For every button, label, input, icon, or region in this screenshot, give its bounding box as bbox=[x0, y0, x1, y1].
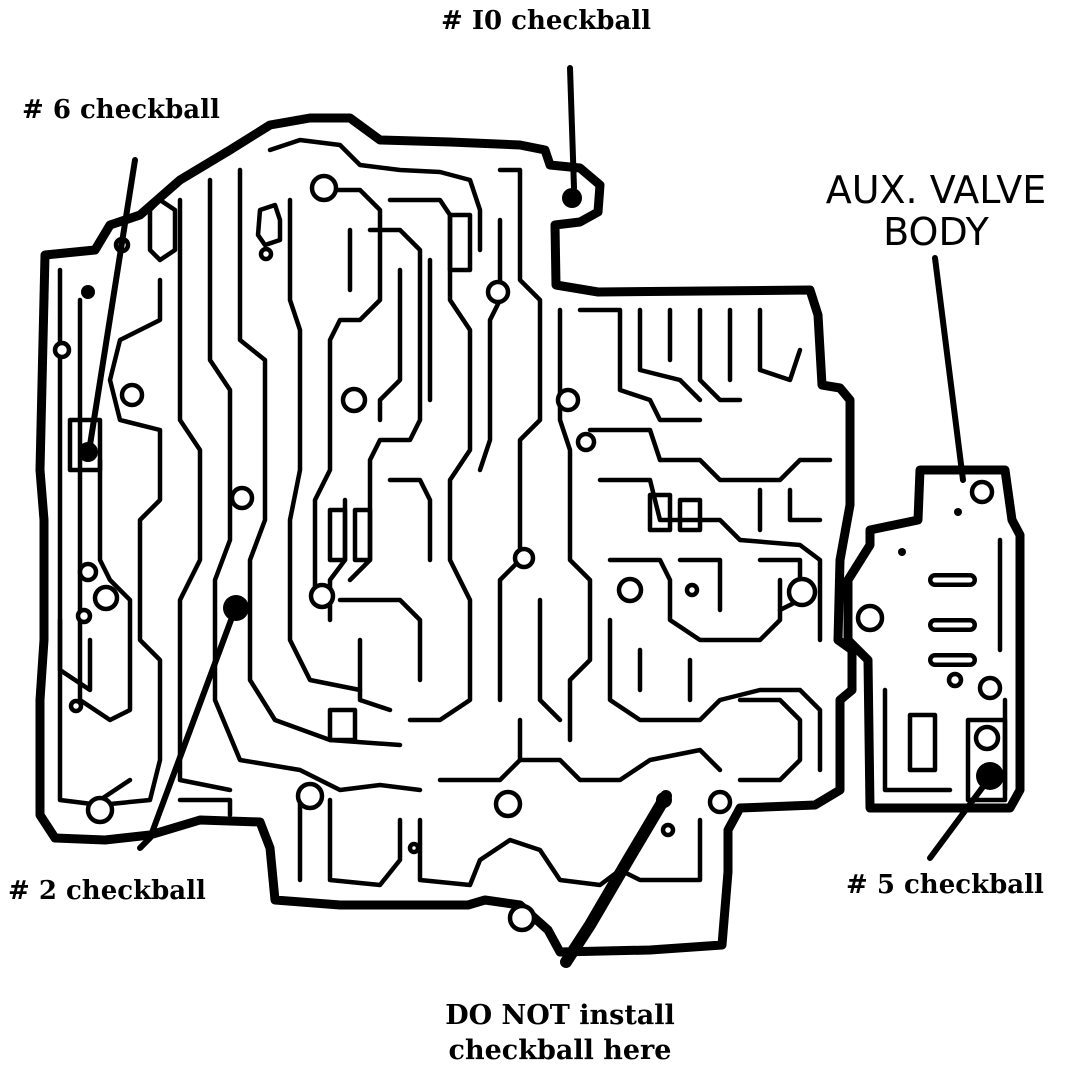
checkball-5-label: # 5 checkball bbox=[846, 870, 1044, 900]
leader-checkball-2 bbox=[137, 609, 237, 851]
do-not-install-line1: DO NOT install bbox=[445, 1000, 675, 1031]
leader-aux-valve-body bbox=[932, 255, 966, 483]
leader-checkball-5 bbox=[927, 777, 991, 861]
aux-body-details bbox=[855, 479, 1008, 803]
main-valve-body-outline bbox=[35, 113, 857, 957]
leader-checkball-10 bbox=[567, 65, 577, 191]
aux-valve-body-label: AUX. VALVE BODY bbox=[796, 168, 1076, 254]
checkball-6-mark bbox=[81, 285, 95, 299]
checkball-2 bbox=[223, 595, 249, 621]
checkball-6 bbox=[78, 442, 98, 462]
leader-checkball-6 bbox=[87, 157, 138, 448]
checkball-10-label: # I0 checkball bbox=[441, 6, 652, 36]
do-not-install-label: DO NOT install checkball here bbox=[420, 998, 700, 1068]
do-not-install-line2: checkball here bbox=[448, 1035, 672, 1067]
main-body-holes bbox=[52, 173, 818, 933]
main-body-channels bbox=[57, 137, 833, 888]
checkball-10 bbox=[562, 188, 582, 208]
checkball-2-label: # 2 checkball bbox=[8, 876, 206, 906]
aux-valve-body-label-line2: BODY bbox=[883, 209, 989, 254]
checkball-6-label: # 6 checkball bbox=[22, 95, 220, 125]
leader-do-not-install bbox=[560, 790, 672, 968]
aux-valve-body-outline bbox=[843, 465, 1025, 813]
aux-valve-body-label-line1: AUX. VALVE bbox=[825, 168, 1047, 212]
